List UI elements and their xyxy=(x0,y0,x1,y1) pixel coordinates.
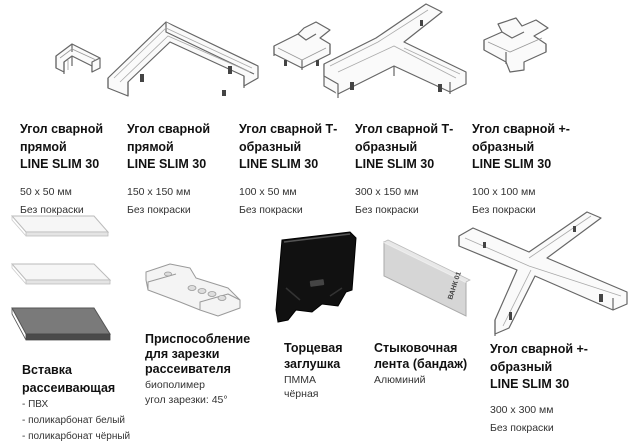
tee-icon xyxy=(268,20,338,76)
end-cap-icon xyxy=(272,230,364,326)
joint-tape-icon: ВАНК 01 xyxy=(380,236,472,320)
cutting-jig-image xyxy=(145,263,241,317)
product-card-tee-300x150[interactable]: Угол сварной Т- образный LINE SLIM 30 30… xyxy=(355,121,453,217)
product-card-corner-50[interactable]: Угол сварной прямой LINE SLIM 30 50 х 50… xyxy=(20,121,103,217)
diffuser-strips-icon xyxy=(8,208,118,356)
product-card-cross-300[interactable]: Угол сварной +- образный LINE SLIM 30 30… xyxy=(490,341,588,435)
tee-large-icon xyxy=(320,2,468,106)
product-title: Угол сварной прямой LINE SLIM 30 xyxy=(20,122,104,171)
product-spec: 100 х 100 мм Без покраски xyxy=(472,185,536,216)
joint-tape-image: ВАНК 01 xyxy=(383,239,471,317)
product-spec: 300 х 150 мм Без покраски xyxy=(355,185,419,216)
product-card-corner-150[interactable]: Угол сварной прямой LINE SLIM 30 150 х 1… xyxy=(127,121,210,217)
product-card-cutting-jig[interactable]: Приспособление для зарезки рассеивателя … xyxy=(145,332,250,408)
product-spec: ПММА чёрная xyxy=(284,374,319,400)
product-card-diffuser[interactable]: Вставка рассеивающая - ПВХ - поликарбона… xyxy=(22,362,130,445)
product-card-joint-tape[interactable]: Стыковочная лента (бандаж) Алюминий xyxy=(374,340,467,387)
product-title: Угол сварной +- образный LINE SLIM 30 xyxy=(472,122,570,171)
product-card-tee-100x50[interactable]: Угол сварной Т- образный LINE SLIM 30 10… xyxy=(239,121,337,217)
tee-100x50-image xyxy=(273,21,331,70)
corner-large-icon xyxy=(104,16,260,98)
end-cap-image xyxy=(275,231,357,323)
cross-300-image xyxy=(458,211,628,336)
product-card-end-cap[interactable]: Торцевая заглушка ПММА чёрная xyxy=(284,340,343,401)
product-card-cross-100[interactable]: Угол сварной +- образный LINE SLIM 30 10… xyxy=(472,121,570,217)
cutting-jig-icon xyxy=(140,258,246,320)
product-title: Угол сварной Т- образный LINE SLIM 30 xyxy=(239,122,338,171)
product-spec: Алюминий xyxy=(374,374,426,386)
product-spec: 100 х 50 мм Без покраски xyxy=(239,185,303,216)
cross-large-icon xyxy=(455,210,635,340)
product-spec: 300 х 300 мм Без покраски xyxy=(490,403,554,434)
diffuser-image xyxy=(10,215,112,341)
product-spec: 50 х 50 мм Без покраски xyxy=(20,185,84,216)
product-title: Стыковочная лента (бандаж) xyxy=(374,341,468,371)
product-title: Вставка рассеивающая xyxy=(22,363,116,395)
product-spec: биополимер угол зарезки: 45° xyxy=(145,379,228,406)
product-spec: 150 х 150 мм Без покраски xyxy=(127,185,191,216)
product-title: Торцевая заглушка xyxy=(284,341,343,371)
product-spec: - ПВХ - поликарбонат белый - поликарбона… xyxy=(22,399,131,442)
cross-100-image xyxy=(483,17,549,73)
product-title: Приспособление для зарезки рассеивателя xyxy=(145,332,251,376)
product-title: Угол сварной прямой LINE SLIM 30 xyxy=(127,122,211,171)
product-title: Угол сварной +- образный LINE SLIM 30 xyxy=(490,342,588,391)
tee-300x150-image xyxy=(323,3,467,98)
product-title: Угол сварной Т- образный LINE SLIM 30 xyxy=(355,122,454,171)
cross-icon xyxy=(480,16,552,74)
corner-150-image xyxy=(107,21,259,97)
corner-50-image xyxy=(55,43,101,74)
corner-icon xyxy=(52,38,104,80)
